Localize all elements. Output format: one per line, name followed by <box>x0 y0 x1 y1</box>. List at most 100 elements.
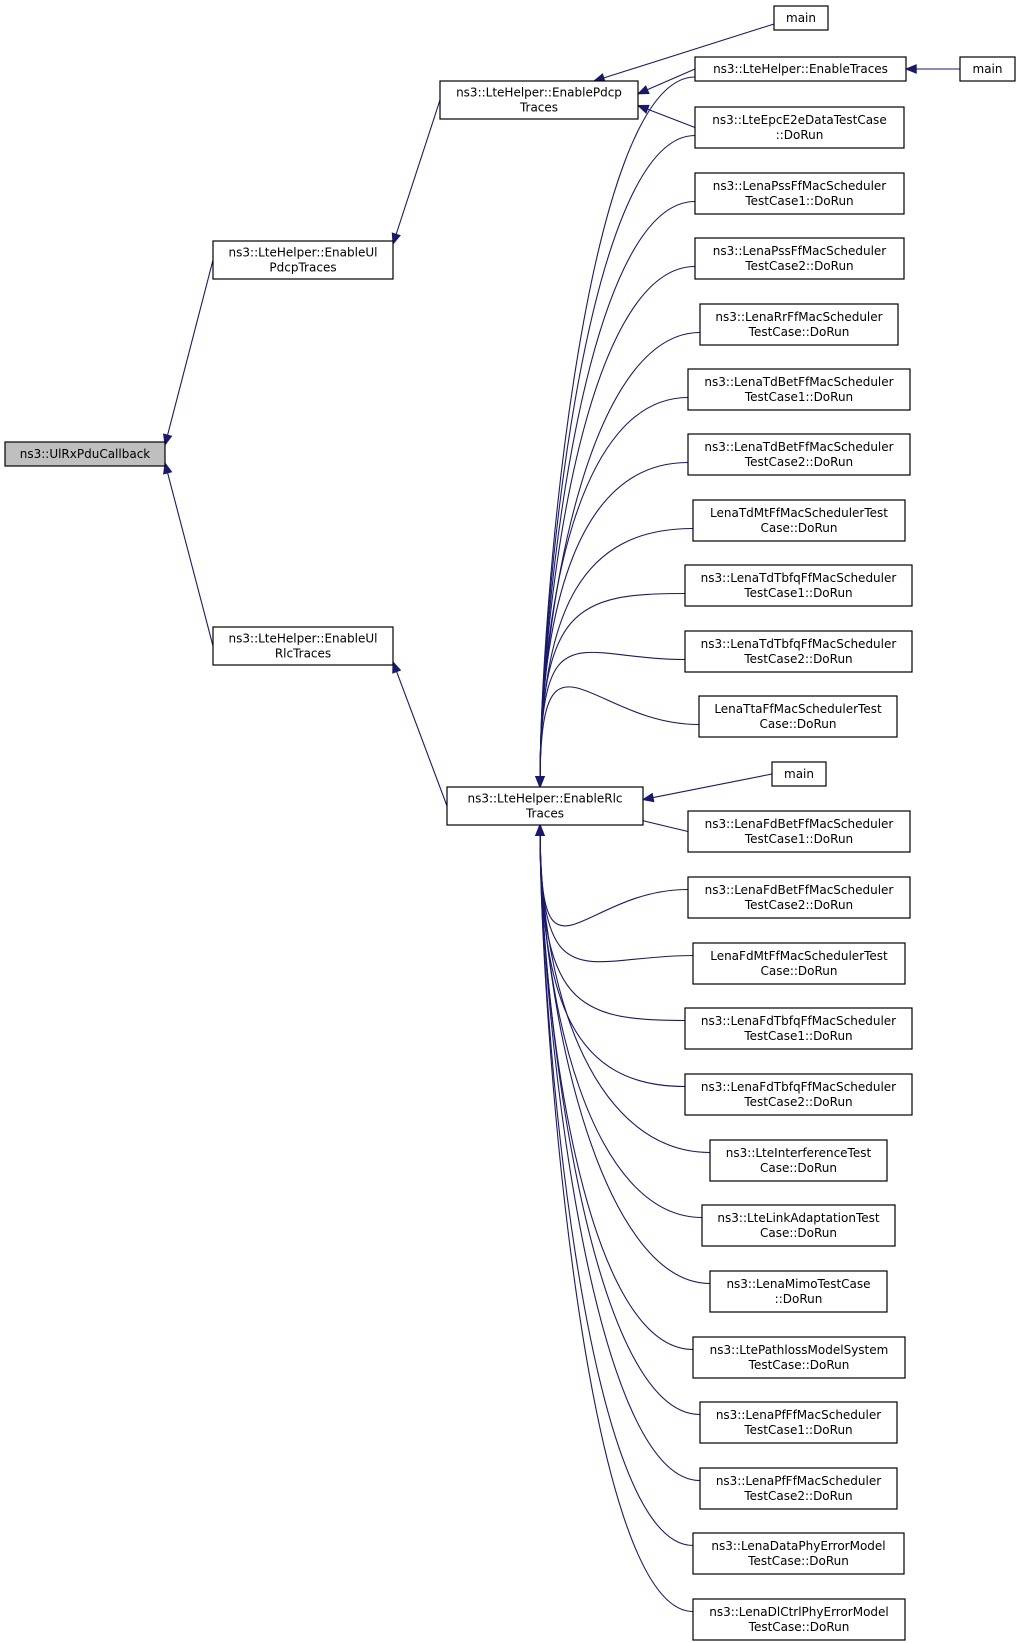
node-box <box>694 172 905 215</box>
node-box <box>684 630 913 673</box>
node-label: ns3::LenaPfFfMacScheduler <box>716 1408 881 1422</box>
node-label: ns3::LenaFdTbfqFfMacScheduler <box>701 1080 896 1094</box>
edge-fdbet2-to-rlc <box>539 824 689 927</box>
node-fdtbfq2[interactable]: ns3::LenaFdTbfqFfMacSchedulerTestCase2::… <box>684 1073 913 1116</box>
node-label: ns3::LenaDataPhyErrorModel <box>711 1539 885 1553</box>
edge-tdtbfq2-to-rlc <box>539 651 686 788</box>
node-tdbet2[interactable]: ns3::LenaTdBetFfMacSchedulerTestCase2::D… <box>687 433 911 476</box>
node-traces[interactable]: ns3::LteHelper::EnableTraces <box>694 56 907 82</box>
edge-pf2-to-rlc <box>539 824 701 1482</box>
node-label: main <box>786 11 816 25</box>
node-label: TestCase2::DoRun <box>743 652 852 666</box>
node-pss2[interactable]: ns3::LenaPssFfMacSchedulerTestCase2::DoR… <box>694 237 905 280</box>
node-pathloss[interactable]: ns3::LtePathlossModelSystemTestCase::DoR… <box>692 1336 906 1379</box>
edge-pss2-to-rlc <box>539 265 696 788</box>
node-label: TestCase1::DoRun <box>743 586 852 600</box>
node-box <box>773 5 829 31</box>
node-fdtbfq1[interactable]: ns3::LenaFdTbfqFfMacSchedulerTestCase1::… <box>684 1007 913 1050</box>
node-label: ns3::LenaTdTbfqFfMacScheduler <box>701 637 897 651</box>
node-label: ::DoRun <box>776 128 824 142</box>
node-box <box>692 1532 905 1575</box>
edge-fdtbfq2-to-rlc <box>539 824 686 1088</box>
node-label: RlcTraces <box>275 647 331 661</box>
node-label: TestCase1::DoRun <box>743 1029 852 1043</box>
node-box <box>699 1401 898 1444</box>
node-box <box>687 433 911 476</box>
edge-main1-to-pdcp <box>593 23 775 82</box>
node-label: ::DoRun <box>775 1292 823 1306</box>
edge-epce2e-to-pdcp-arrowhead <box>636 104 650 114</box>
node-dataphy[interactable]: ns3::LenaDataPhyErrorModelTestCase::DoRu… <box>692 1532 905 1575</box>
node-label: ns3::LenaFdBetFfMacScheduler <box>705 817 894 831</box>
node-label: TestCase::DoRun <box>748 1358 850 1372</box>
node-label: LenaTtaFfMacSchedulerTest <box>714 702 882 716</box>
edge-tta-to-rlc-arrowhead <box>535 776 545 789</box>
node-tdbet1[interactable]: ns3::LenaTdBetFfMacSchedulerTestCase1::D… <box>687 368 911 411</box>
edge-dlctrl-to-rlc <box>539 824 694 1613</box>
node-fdbet1[interactable]: ns3::LenaFdBetFfMacSchedulerTestCase1::D… <box>687 810 911 853</box>
edge-main3-to-rlc-arrowhead <box>641 792 655 803</box>
node-box <box>701 1204 896 1247</box>
node-box <box>771 761 827 787</box>
edges-layer <box>163 23 960 1613</box>
node-label: ns3::LenaTdBetFfMacScheduler <box>704 375 893 389</box>
node-fdbet2[interactable]: ns3::LenaFdBetFfMacSchedulerTestCase2::D… <box>687 876 911 919</box>
node-box <box>684 1007 913 1050</box>
node-label: ns3::LteInterferenceTest <box>726 1146 872 1160</box>
node-label: TestCase1::DoRun <box>744 194 853 208</box>
nodes-layer: ns3::UlRxPduCallbackns3::LteHelper::Enab… <box>4 5 1016 1641</box>
edge-pdcp-to-ulpdcp-arrowhead <box>391 232 401 246</box>
node-box <box>446 786 644 826</box>
edge-rlc-to-ulrlc-arrowhead <box>392 660 402 674</box>
edge-interf-to-rlc <box>539 824 711 1154</box>
edge-fdmt-to-rlc <box>539 824 694 963</box>
node-pf2[interactable]: ns3::LenaPfFfMacSchedulerTestCase2::DoRu… <box>699 1467 898 1510</box>
node-box <box>959 56 1016 82</box>
node-tdtbfq2[interactable]: ns3::LenaTdTbfqFfMacSchedulerTestCase2::… <box>684 630 913 673</box>
edge-linkadapt-to-rlc <box>539 824 703 1219</box>
node-main3[interactable]: main <box>771 761 827 787</box>
edge-tta-to-rlc <box>539 686 700 788</box>
node-label: TestCase1::DoRun <box>744 390 853 404</box>
node-label: Case::DoRun <box>760 521 837 535</box>
node-root[interactable]: ns3::UlRxPduCallback <box>4 441 166 467</box>
node-box <box>687 876 911 919</box>
edge-main2-to-traces-arrowhead <box>904 64 917 74</box>
edge-pf1-to-rlc <box>539 824 701 1416</box>
node-epce2e[interactable]: ns3::LteEpcE2eDataTestCase::DoRun <box>694 106 905 149</box>
node-pf1[interactable]: ns3::LenaPfFfMacSchedulerTestCase1::DoRu… <box>699 1401 898 1444</box>
node-mimo[interactable]: ns3::LenaMimoTestCase::DoRun <box>709 1270 888 1313</box>
node-main1[interactable]: main <box>773 5 829 31</box>
edge-main3-to-rlc <box>642 773 773 801</box>
edge-traces-to-pdcp-arrowhead <box>636 85 650 95</box>
node-box <box>694 237 905 280</box>
node-label: ns3::LenaFdTbfqFfMacScheduler <box>701 1014 896 1028</box>
node-label: TestCase2::DoRun <box>743 1095 852 1109</box>
node-tdtbfq1[interactable]: ns3::LenaTdTbfqFfMacSchedulerTestCase1::… <box>684 564 913 607</box>
node-label: Case::DoRun <box>760 1226 837 1240</box>
node-box <box>212 240 394 280</box>
node-main2[interactable]: main <box>959 56 1016 82</box>
node-label: TestCase::DoRun <box>747 1554 849 1568</box>
node-label: TestCase2::DoRun <box>744 259 853 273</box>
node-pss1[interactable]: ns3::LenaPssFfMacSchedulerTestCase1::DoR… <box>694 172 905 215</box>
edge-epce2e-to-rlc <box>539 134 696 788</box>
node-label: ns3::LteHelper::EnableUl <box>229 632 378 646</box>
node-label: ns3::LenaRrFfMacScheduler <box>715 310 882 324</box>
node-label: ns3::LenaTdBetFfMacScheduler <box>704 440 893 454</box>
node-box <box>709 1139 888 1182</box>
node-label: ns3::LenaDlCtrlPhyErrorModel <box>709 1605 889 1619</box>
node-dlctrl[interactable]: ns3::LenaDlCtrlPhyErrorModelTestCase::Do… <box>692 1598 906 1641</box>
node-label: Case::DoRun <box>760 964 837 978</box>
